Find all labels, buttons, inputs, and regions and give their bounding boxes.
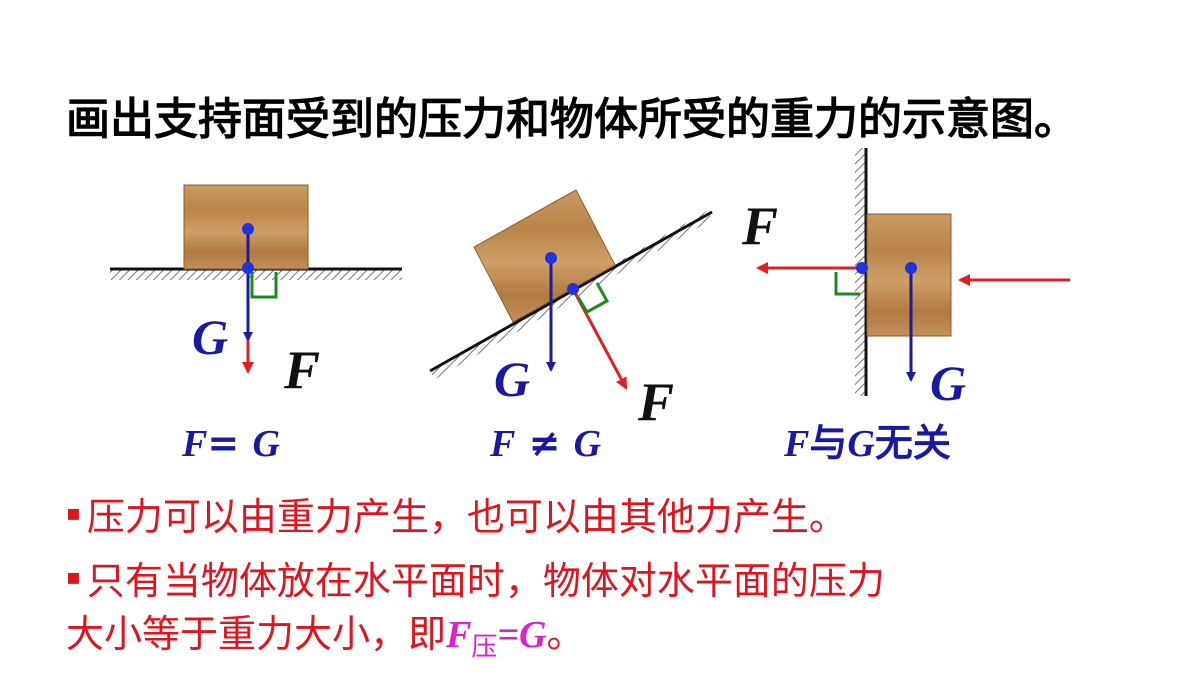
formula-end: 。 [546, 612, 585, 656]
incline-hatch [429, 210, 713, 380]
diagram-wall [756, 148, 1070, 396]
equation-wall: F与G无关 [784, 421, 951, 466]
bullet-marker: ▪ [66, 565, 81, 590]
eq-rhs: G [847, 423, 875, 465]
contact-point [567, 283, 579, 295]
eq-rhs: G [252, 423, 280, 465]
eq-rhs: G [573, 423, 602, 465]
wood-block [866, 213, 952, 337]
pressure-label: F [283, 340, 320, 400]
bullet-text: 大小等于重力大小，即 [66, 612, 447, 656]
center-of-gravity-point [905, 262, 917, 274]
diagram-incline [429, 189, 713, 390]
gravity-label: G [494, 351, 530, 407]
equation-incline: F ≠ G [490, 421, 601, 466]
eq-lhs: F [182, 423, 208, 465]
wood-block [473, 189, 616, 323]
bullet-marker: ▪ [66, 501, 81, 526]
ground-hatch [110, 268, 402, 280]
page-title: 画出支持面受到的压力和物体所受的重力的示意图。 [66, 94, 1078, 145]
formula-eq: =G [497, 614, 547, 656]
eq-op: = [207, 421, 253, 465]
formula-F: F [446, 614, 472, 656]
right-angle-mark [576, 282, 610, 315]
eq-lhs: F [490, 423, 516, 465]
bullet-text: 只有当物体放在水平面时，物体对水平面的压力 [86, 559, 885, 603]
pressure-label: F [637, 372, 674, 432]
eq-lhs: F [784, 423, 810, 465]
bullet-text: 压力可以由重力产生，也可以由其他力产生。 [86, 495, 847, 539]
eq-mid: 与 [809, 421, 848, 465]
right-angle-mark [250, 272, 278, 299]
pressure-label: F [741, 196, 778, 256]
center-of-gravity-point [545, 252, 557, 264]
diagram-horizontal [110, 184, 402, 374]
center-of-gravity-point [242, 223, 254, 235]
pressure-formula: F压=G [446, 614, 547, 663]
bullet-item-2: ▪只有当物体放在水平面时，物体对水平面的压力 [66, 550, 885, 609]
bullet-item-2-continued: 大小等于重力大小，即F压=G。 [66, 606, 585, 676]
formula-subscript: 压 [471, 632, 498, 663]
gravity-label: G [930, 355, 966, 411]
right-angle-mark [834, 272, 860, 296]
eq-tail: 无关 [874, 421, 951, 465]
eq-op: ≠ [515, 421, 574, 465]
gravity-label: G [192, 309, 228, 365]
contact-point [856, 262, 868, 274]
contact-point [242, 262, 254, 274]
equation-horizontal: F= G [182, 421, 280, 466]
bullet-item-1: ▪压力可以由重力产生，也可以由其他力产生。 [66, 486, 847, 545]
